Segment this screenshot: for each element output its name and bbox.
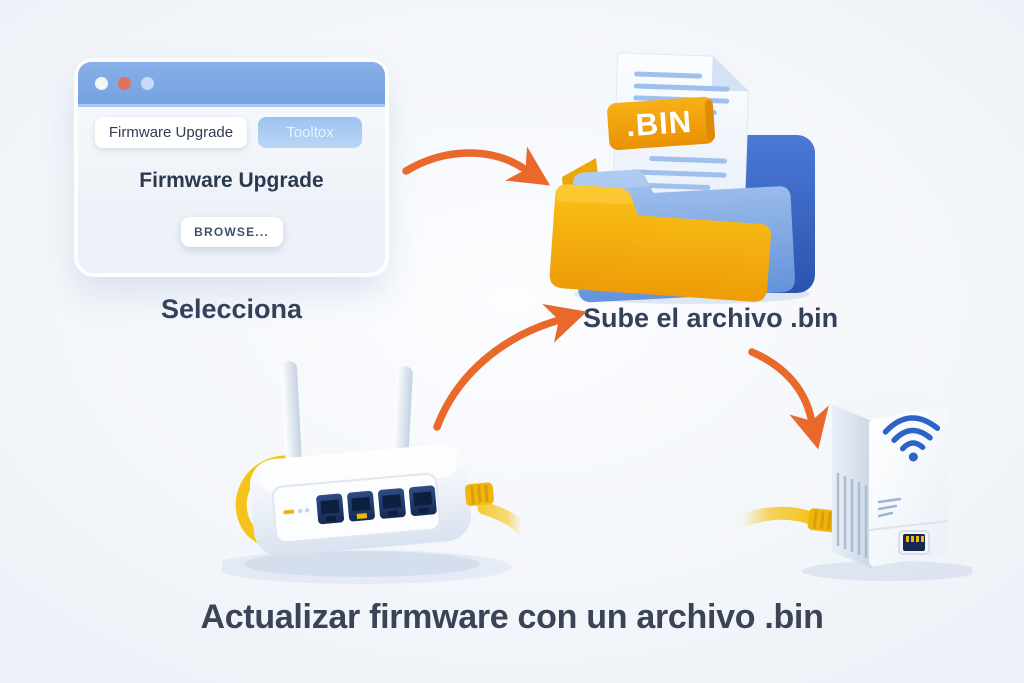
window-tabs: Firmware Upgrade Tooltox xyxy=(95,117,362,148)
router-shadow-inner xyxy=(244,551,480,577)
arrow-window-to-folder xyxy=(402,146,551,186)
window-control-dot xyxy=(95,76,108,90)
ethernet-cable-right xyxy=(477,501,522,535)
step-label-select: Selecciona xyxy=(160,294,303,324)
firmware-upgrade-heading: Firmware Upgrade xyxy=(139,169,324,192)
bin-badge-text: .BIN xyxy=(625,104,693,144)
extender-vent-slats xyxy=(836,473,868,558)
step-label-upload: Sube el archivo .bin xyxy=(583,303,839,333)
wifi-signal-icon xyxy=(882,415,941,462)
router-led-lights xyxy=(283,508,310,515)
window-control-dot xyxy=(118,76,131,90)
browse-button[interactable]: BROWSE... xyxy=(180,217,283,247)
router-body xyxy=(249,444,494,556)
ethernet-cable-right-connector xyxy=(464,482,494,507)
ethernet-cable-extender xyxy=(742,506,823,527)
extender-label-lines xyxy=(877,497,902,518)
folder-icon: .BIN xyxy=(549,52,815,304)
tab-firmware-upgrade[interactable]: Firmware Upgrade xyxy=(95,117,247,148)
window-control-dot xyxy=(141,76,154,90)
router-ethernet-ports xyxy=(316,485,437,525)
extender-front-face xyxy=(869,406,948,567)
window-titlebar xyxy=(78,62,385,107)
folder-front-flap xyxy=(549,184,771,302)
extender-ethernet-port xyxy=(898,530,930,555)
router-icon xyxy=(222,361,522,584)
tab-toolbox[interactable]: Tooltox xyxy=(258,117,362,148)
browser-window: Firmware Upgrade Tooltox Firmware Upgrad… xyxy=(78,62,385,273)
page-title: Actualizar firmware con un archivo .bin xyxy=(200,598,824,636)
wifi-extender-icon xyxy=(742,391,972,581)
extender-body xyxy=(832,391,950,568)
bin-badge: .BIN xyxy=(607,96,716,150)
extender-shadow xyxy=(802,561,972,581)
document-dog-ear xyxy=(711,56,749,92)
